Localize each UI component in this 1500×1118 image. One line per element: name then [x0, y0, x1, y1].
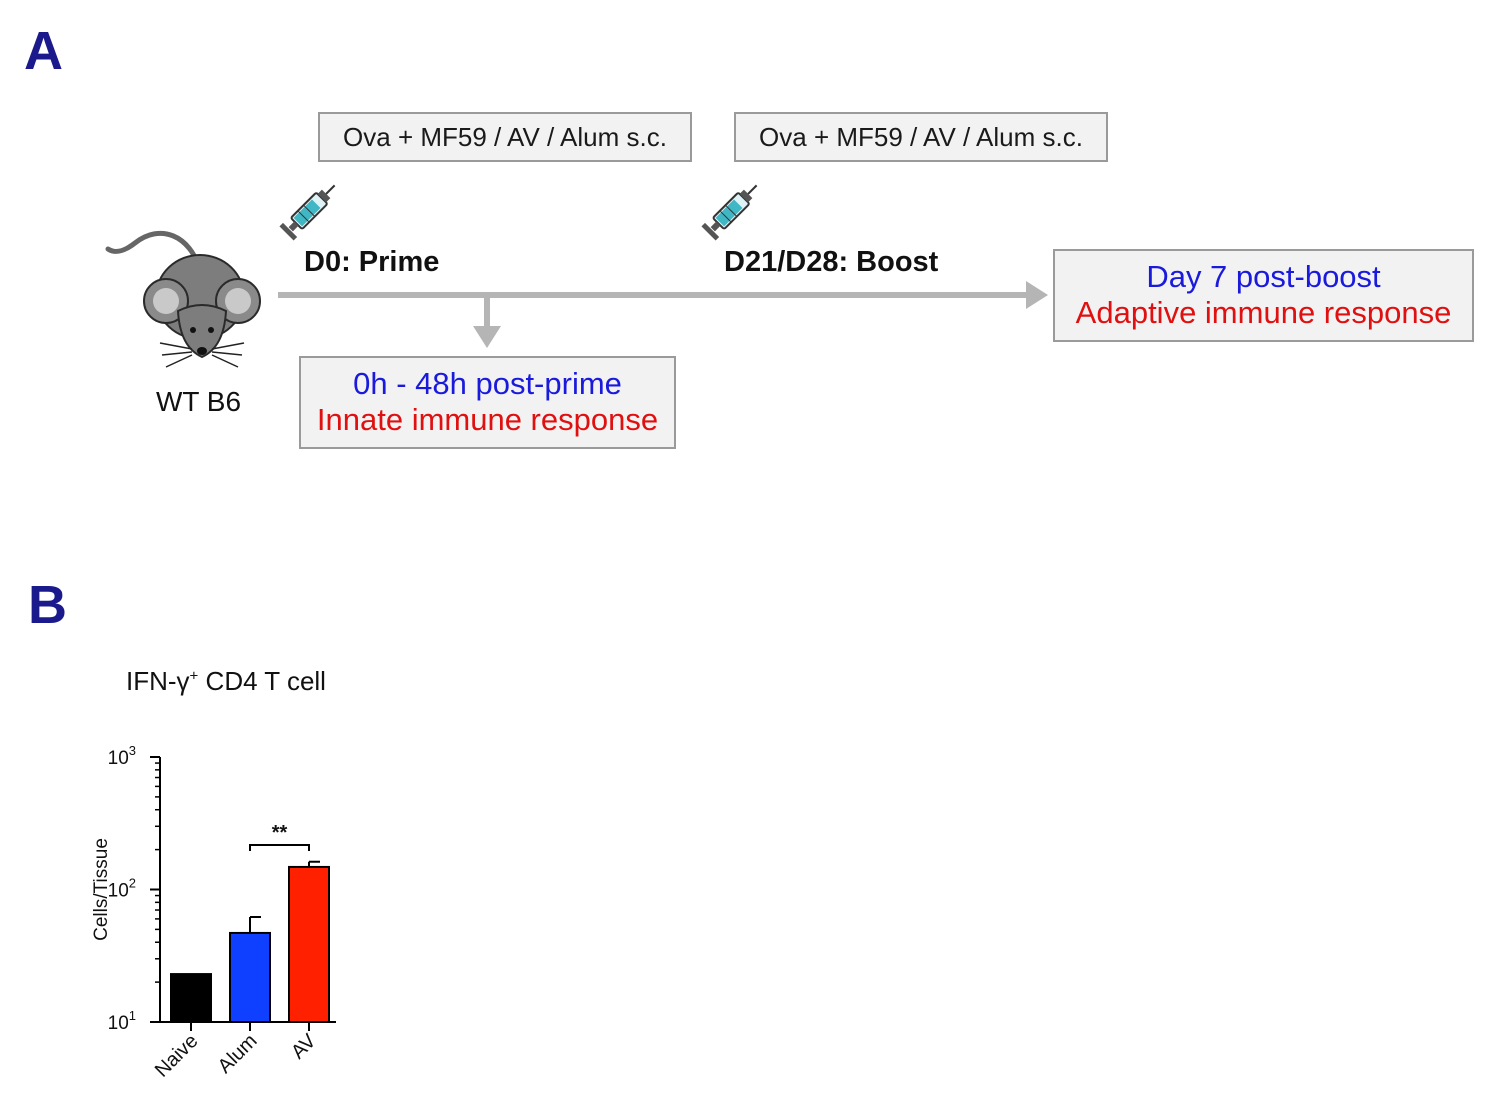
x-tick-label-naive: Naive	[151, 1030, 203, 1082]
adaptive-response-text: Adaptive immune response	[1075, 295, 1452, 330]
chart-title: IFN-γ+ CD4 T cell	[126, 666, 326, 697]
timeline-arrows	[278, 281, 1048, 348]
significance-bracket	[249, 844, 310, 851]
y-tick-label: 102	[108, 876, 136, 902]
chart-title-superscript: +	[189, 667, 199, 685]
chart-bars	[170, 860, 330, 1023]
bar-naive	[170, 973, 212, 1023]
panel-a-letter: A	[24, 21, 63, 81]
innate-response-text: Innate immune response	[316, 402, 659, 437]
panel-b-letter: B	[28, 575, 67, 635]
innate-response-box: 0h - 48h post-prime Innate immune respon…	[299, 356, 676, 449]
y-axis-label: Cells/Tissue	[91, 838, 112, 941]
bar-alum	[229, 931, 271, 1023]
mouse-strain-label: WT B6	[156, 386, 242, 417]
y-tick-label: 101	[108, 1008, 136, 1034]
x-tick-label-alum: Alum	[214, 1030, 262, 1078]
prime-step-label: D0: Prime	[304, 246, 440, 278]
boost-step-label: D21/D28: Boost	[724, 246, 939, 278]
x-tick-label-av: AV	[287, 1030, 321, 1064]
y-tick-label: 103	[108, 743, 136, 769]
significance-label: **	[272, 822, 288, 844]
innate-branch-arrowhead	[473, 326, 501, 348]
bar-av	[288, 865, 330, 1023]
innate-time-text: 0h - 48h post-prime	[353, 366, 622, 401]
syringe-icon	[701, 184, 758, 241]
chart-title-rest: CD4 T cell	[198, 666, 326, 696]
boost-injection-box: Ova + MF59 / AV / Alum s.c.	[734, 112, 1108, 162]
mouse-icon	[105, 230, 261, 368]
chart-title-main: IFN-γ	[126, 666, 190, 696]
adaptive-time-text: Day 7 post-boost	[1146, 259, 1381, 294]
adaptive-response-box: Day 7 post-boost Adaptive immune respons…	[1053, 249, 1474, 342]
syringe-icon	[279, 184, 336, 241]
timeline-arrowhead	[1026, 281, 1048, 309]
prime-injection-box: Ova + MF59 / AV / Alum s.c.	[318, 112, 692, 162]
